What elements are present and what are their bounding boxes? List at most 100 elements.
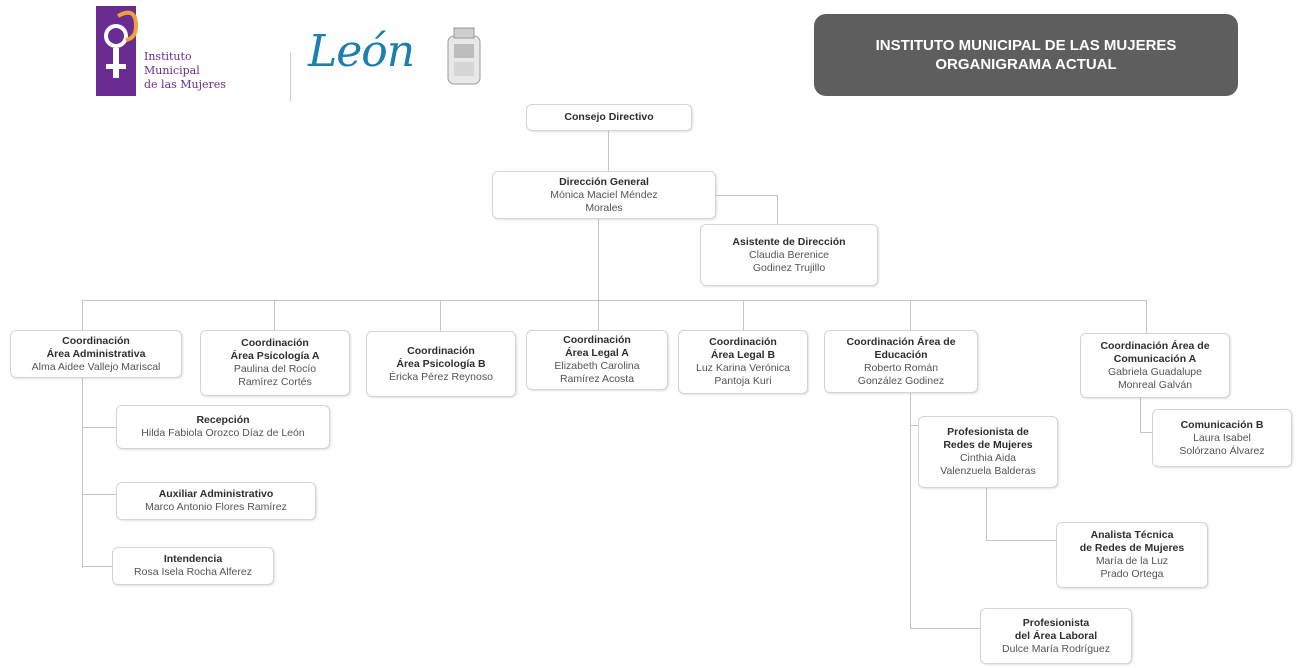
imm-logo: Instituto Municipal de las Mujeres — [94, 6, 234, 98]
node-title: Área Psicología B — [396, 357, 486, 370]
node-person: Dulce María Rodríguez — [1002, 642, 1110, 655]
node-auxiliar-administrativo: Auxiliar Administrativo Marco Antonio Fl… — [116, 482, 316, 520]
node-person: Marco Antonio Flores Ramírez — [145, 501, 287, 513]
node-person: Hilda Fabiola Orozco Díaz de León — [141, 427, 305, 439]
node-person: Roberto Román — [863, 361, 939, 374]
node-title: de Redes de Mujeres — [1079, 542, 1185, 554]
connector-line — [82, 427, 116, 428]
node-title: Comunicación A — [1113, 352, 1197, 365]
node-comunicacion-b: Comunicación B Laura Isabel Solórzano Ál… — [1152, 409, 1292, 467]
node-analista-tecnica: Analista Técnica de Redes de Mujeres Mar… — [1056, 522, 1208, 588]
node-title: Comunicación B — [1180, 418, 1264, 431]
node-title: Recepción — [196, 414, 250, 426]
node-person: Ramírez Cortés — [238, 376, 312, 388]
node-person: González Godinez — [857, 374, 945, 387]
node-person: Paulina del Rocío — [233, 363, 317, 375]
node-person: Solórzano Álvarez — [1179, 444, 1265, 457]
node-person: Morales — [585, 201, 623, 214]
imm-logo-line1: Instituto — [144, 50, 192, 63]
node-person: Claudia Berenice — [749, 248, 829, 261]
connector-line — [598, 218, 599, 300]
connector-line — [1140, 432, 1152, 433]
connector-line — [714, 195, 778, 196]
node-title: Área Legal A — [565, 347, 629, 359]
node-person: Valenzuela Balderas — [940, 465, 1036, 477]
connector-line — [910, 300, 911, 330]
node-coord-psicologia-b: Coordinación Área Psicología B Éricka Pé… — [366, 331, 516, 397]
connector-line — [440, 300, 441, 331]
node-title: Coordinación Área de — [1100, 339, 1210, 352]
connector-line — [82, 494, 116, 495]
connector-line — [777, 195, 778, 225]
node-coord-legal-a: Coordinación Área Legal A Elizabeth Caro… — [526, 330, 668, 390]
node-coord-comunicacion-a: Coordinación Área de Comunicación A Gabr… — [1080, 333, 1230, 398]
node-title: Auxiliar Administrativo — [158, 488, 274, 500]
connector-line — [986, 488, 987, 540]
node-coord-educacion: Coordinación Área de Educación Roberto R… — [824, 330, 978, 393]
node-person: Laura Isabel — [1193, 431, 1251, 444]
node-coord-legal-b: Coordinación Área Legal B Luz Karina Ver… — [678, 330, 808, 394]
node-person: Ramírez Acosta — [559, 373, 635, 385]
node-person: Alma Aidee Vallejo Mariscal — [31, 360, 161, 373]
coat-of-arms-icon — [447, 27, 481, 85]
imm-logo-line2: Municipal — [144, 64, 200, 77]
node-person: Pantoja Kuri — [714, 375, 772, 387]
node-person: Prado Ortega — [1100, 568, 1164, 580]
node-direccion-general: Dirección General Mónica Maciel Méndez M… — [492, 171, 716, 219]
title-line-1: INSTITUTO MUNICIPAL DE LAS MUJERES — [875, 37, 1177, 54]
connector-line — [82, 300, 1146, 301]
node-coord-psicologia-a: Coordinación Área Psicología A Paulina d… — [200, 330, 350, 396]
node-person: Monreal Galván — [1117, 378, 1193, 391]
node-title: Asistente de Dirección — [732, 235, 846, 248]
connector-line — [82, 378, 83, 568]
node-person: Luz Karina Verónica — [696, 362, 790, 374]
node-title: Redes de Mujeres — [943, 439, 1033, 451]
node-person: Godinez Trujillo — [752, 261, 826, 274]
title-banner: INSTITUTO MUNICIPAL DE LAS MUJERES ORGAN… — [814, 14, 1238, 96]
node-title: Profesionista de — [947, 426, 1029, 438]
node-title: Coordinación — [62, 334, 130, 347]
leon-logo: León — [308, 22, 488, 92]
node-title: Coordinación — [241, 337, 309, 349]
node-person: Rosa Isela Rocha Alferez — [134, 566, 252, 578]
node-title: Coordinación Área de — [846, 335, 956, 348]
connector-line — [608, 131, 609, 172]
node-person: María de la Luz — [1095, 555, 1169, 567]
node-title: Intendencia — [163, 553, 223, 565]
connector-line — [986, 540, 1056, 541]
connector-line — [1146, 300, 1147, 333]
node-title: Analista Técnica — [1090, 529, 1174, 541]
imm-logo-icon — [96, 6, 138, 96]
node-person: Gabriela Guadalupe — [1108, 365, 1202, 378]
node-person: Cinthia Aida — [959, 452, 1017, 464]
connector-line — [82, 300, 83, 330]
connector-line — [1140, 398, 1141, 432]
node-person: Elizabeth Carolina — [554, 360, 640, 372]
node-title: Dirección General — [559, 175, 649, 188]
node-title: Área Psicología A — [230, 350, 320, 362]
imm-logo-line3: de las Mujeres — [144, 78, 226, 91]
connector-line — [598, 300, 599, 330]
node-profesionista-laboral: Profesionista del Área Laboral Dulce Mar… — [980, 608, 1132, 664]
node-coord-administrativa: Coordinación Área Administrativa Alma Ai… — [10, 330, 182, 378]
node-asistente-direccion: Asistente de Dirección Claudia Berenice … — [700, 224, 878, 286]
node-title: Coordinación — [563, 334, 631, 346]
node-title: Coordinación — [709, 336, 777, 348]
node-profesionista-redes: Profesionista de Redes de Mujeres Cinthi… — [918, 416, 1058, 488]
leon-logo-text: León — [308, 26, 415, 77]
node-consejo-directivo: Consejo Directivo — [526, 104, 692, 131]
node-intendencia: Intendencia Rosa Isela Rocha Alferez — [112, 547, 274, 585]
connector-line — [743, 300, 744, 330]
connector-line — [910, 425, 920, 426]
node-person: Éricka Pérez Reynoso — [389, 370, 493, 383]
node-title: del Área Laboral — [1014, 629, 1098, 642]
node-title: Consejo Directivo — [564, 111, 654, 123]
logo-separator — [290, 52, 291, 102]
connector-line — [82, 566, 112, 567]
node-person: Mónica Maciel Méndez — [550, 188, 658, 201]
node-title: Área Administrativa — [46, 347, 146, 360]
node-title: Coordinación — [407, 344, 475, 357]
title-line-2: ORGANIGRAMA ACTUAL — [935, 56, 1117, 73]
node-title: Área Legal B — [710, 349, 776, 361]
node-title: Educación — [874, 348, 928, 361]
